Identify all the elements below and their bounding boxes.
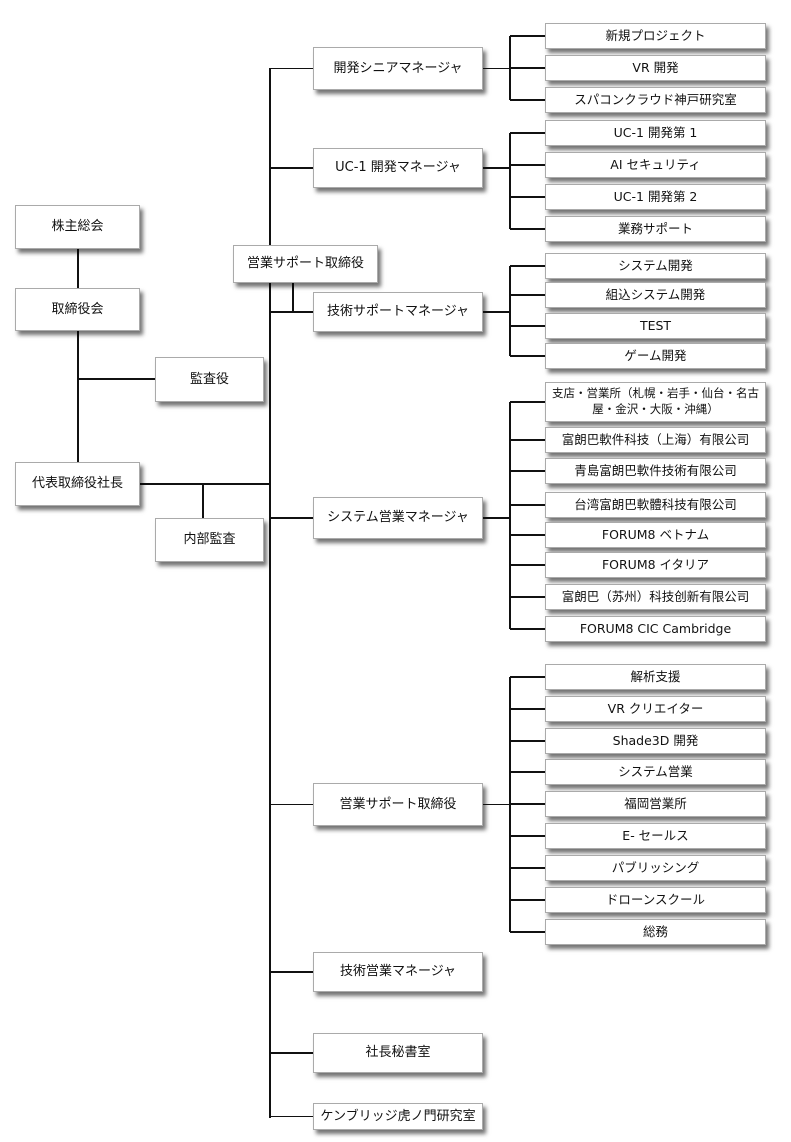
bracket-line bbox=[509, 402, 511, 629]
department-box: ドローンスクール bbox=[545, 887, 766, 913]
department-box: UC-1 開発第 2 bbox=[545, 184, 766, 210]
department-box: 新規プロジェクト bbox=[545, 23, 766, 49]
connector bbox=[510, 504, 545, 506]
connector bbox=[270, 311, 313, 313]
connector bbox=[483, 517, 510, 519]
connector bbox=[510, 294, 545, 296]
connector bbox=[510, 67, 545, 69]
level2-box: システム営業マネージャ bbox=[313, 497, 483, 539]
level2-box: UC-1 開発マネージャ bbox=[313, 148, 483, 188]
department-box: システム営業 bbox=[545, 759, 766, 785]
connector bbox=[510, 534, 545, 536]
department-box: 解析支援 bbox=[545, 664, 766, 690]
level2-box: 開発シニアマネージャ bbox=[313, 47, 483, 90]
department-box: 青島富朗巴軟件技術有限公司 bbox=[545, 458, 766, 484]
bracket-line bbox=[509, 133, 511, 229]
connector bbox=[510, 628, 545, 630]
department-box: 組込システム開発 bbox=[545, 282, 766, 308]
connector bbox=[510, 708, 545, 710]
connector bbox=[510, 771, 545, 773]
connector bbox=[510, 401, 545, 403]
connector bbox=[510, 196, 545, 198]
connector bbox=[510, 228, 545, 230]
shareholders-box: 株主総会 bbox=[15, 205, 140, 249]
connector bbox=[270, 1115, 313, 1117]
connector bbox=[510, 35, 545, 37]
connector bbox=[510, 355, 545, 357]
department-box: 支店・営業所（札幌・岩手・仙台・名古屋・金沢・大阪・沖縄） bbox=[545, 382, 766, 422]
department-box: AI セキュリティ bbox=[545, 152, 766, 178]
connector bbox=[510, 325, 545, 327]
internal-audit-box: 内部監査 bbox=[155, 518, 264, 562]
top-director-box: 営業サポート取締役 bbox=[233, 245, 378, 283]
connector bbox=[483, 803, 510, 805]
connector bbox=[270, 1052, 313, 1054]
department-box: VR クリエイター bbox=[545, 696, 766, 722]
connector bbox=[510, 803, 545, 805]
connector bbox=[270, 67, 313, 69]
connector bbox=[510, 439, 545, 441]
department-box: VR 開発 bbox=[545, 55, 766, 81]
department-box: パブリッシング bbox=[545, 855, 766, 881]
level2-box: 営業サポート取締役 bbox=[313, 783, 483, 826]
connector bbox=[77, 249, 79, 462]
auditor-box: 監査役 bbox=[155, 357, 264, 402]
department-box: 富朗巴（苏州）科技创新有限公司 bbox=[545, 584, 766, 610]
connector bbox=[140, 483, 271, 485]
connector bbox=[292, 283, 294, 312]
bracket-line bbox=[509, 266, 511, 356]
connector bbox=[510, 740, 545, 742]
department-box: 総務 bbox=[545, 919, 766, 945]
department-box: システム開発 bbox=[545, 253, 766, 279]
department-box: 福岡営業所 bbox=[545, 791, 766, 817]
level2-box: ケンブリッジ虎ノ門研究室 bbox=[313, 1103, 483, 1130]
board-box: 取締役会 bbox=[15, 288, 140, 331]
connector bbox=[510, 164, 545, 166]
connector bbox=[510, 132, 545, 134]
president-box: 代表取締役社長 bbox=[15, 462, 140, 506]
connector bbox=[270, 803, 313, 805]
department-box: FORUM8 イタリア bbox=[545, 552, 766, 578]
department-box: 台湾富朗巴軟體科技有限公司 bbox=[545, 492, 766, 518]
level2-box: 社長秘書室 bbox=[313, 1033, 483, 1073]
connector bbox=[510, 564, 545, 566]
department-box: FORUM8 ベトナム bbox=[545, 522, 766, 548]
bracket-line bbox=[509, 36, 511, 100]
level2-box: 技術営業マネージャ bbox=[313, 952, 483, 992]
connector bbox=[270, 517, 313, 519]
connector bbox=[510, 867, 545, 869]
department-box: 業務サポート bbox=[545, 216, 766, 242]
bracket-line bbox=[509, 677, 511, 932]
connector bbox=[483, 67, 510, 69]
connector bbox=[510, 99, 545, 101]
connector bbox=[510, 899, 545, 901]
connector bbox=[270, 167, 313, 169]
department-box: Shade3D 開発 bbox=[545, 728, 766, 754]
department-box: FORUM8 CIC Cambridge bbox=[545, 616, 766, 642]
connector bbox=[510, 676, 545, 678]
connector bbox=[483, 167, 510, 169]
department-box: UC-1 開発第 1 bbox=[545, 120, 766, 146]
department-box: 富朗巴軟件科技（上海）有限公司 bbox=[545, 427, 766, 453]
connector bbox=[510, 596, 545, 598]
connector bbox=[510, 470, 545, 472]
trunk-line bbox=[269, 68, 271, 1118]
level2-box: 技術サポートマネージャ bbox=[313, 292, 483, 332]
connector bbox=[510, 265, 545, 267]
department-box: TEST bbox=[545, 313, 766, 339]
connector bbox=[202, 484, 204, 518]
connector bbox=[78, 378, 155, 380]
connector bbox=[510, 931, 545, 933]
department-box: E- セールス bbox=[545, 823, 766, 849]
connector bbox=[270, 971, 313, 973]
connector bbox=[483, 311, 510, 313]
connector bbox=[510, 835, 545, 837]
department-box: ゲーム開発 bbox=[545, 343, 766, 369]
department-box: スパコンクラウド神戸研究室 bbox=[545, 87, 766, 113]
